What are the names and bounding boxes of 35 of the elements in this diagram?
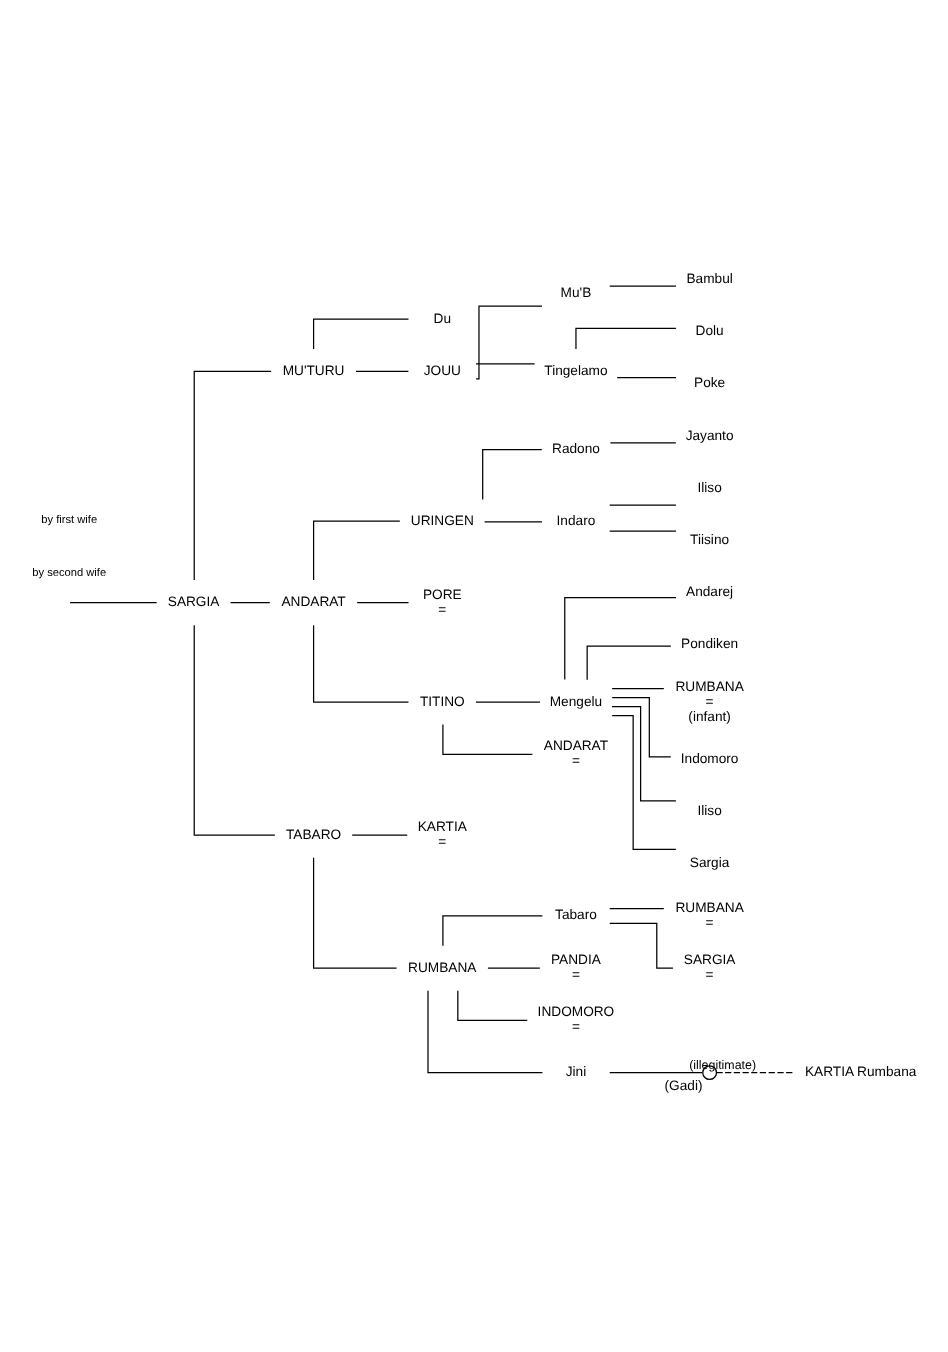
connector (609, 504, 677, 506)
connector (616, 376, 677, 379)
connector (483, 521, 543, 523)
connector (609, 1072, 703, 1074)
connector (193, 624, 276, 836)
connector (229, 602, 271, 604)
connector (482, 449, 543, 500)
connector (313, 520, 401, 581)
connector (609, 442, 677, 444)
connector (355, 370, 409, 372)
connector (611, 705, 677, 802)
connector (313, 624, 410, 703)
connector (586, 645, 672, 681)
connector (69, 602, 158, 604)
connector (475, 305, 543, 380)
connector (609, 907, 665, 910)
connector (609, 285, 677, 287)
connector (442, 915, 543, 947)
connector (351, 834, 408, 836)
connector (611, 688, 665, 690)
connector (611, 697, 672, 758)
connector (442, 723, 533, 755)
connector (193, 370, 272, 581)
connector (487, 967, 541, 969)
connector (475, 701, 541, 703)
connector (313, 318, 410, 350)
connector (715, 1072, 796, 1074)
connector (356, 602, 410, 604)
connector (313, 857, 398, 969)
connector (564, 597, 677, 681)
connector (427, 990, 543, 1074)
connector (475, 363, 536, 365)
connector (611, 714, 677, 851)
connector (457, 990, 528, 1022)
connector (609, 530, 677, 532)
